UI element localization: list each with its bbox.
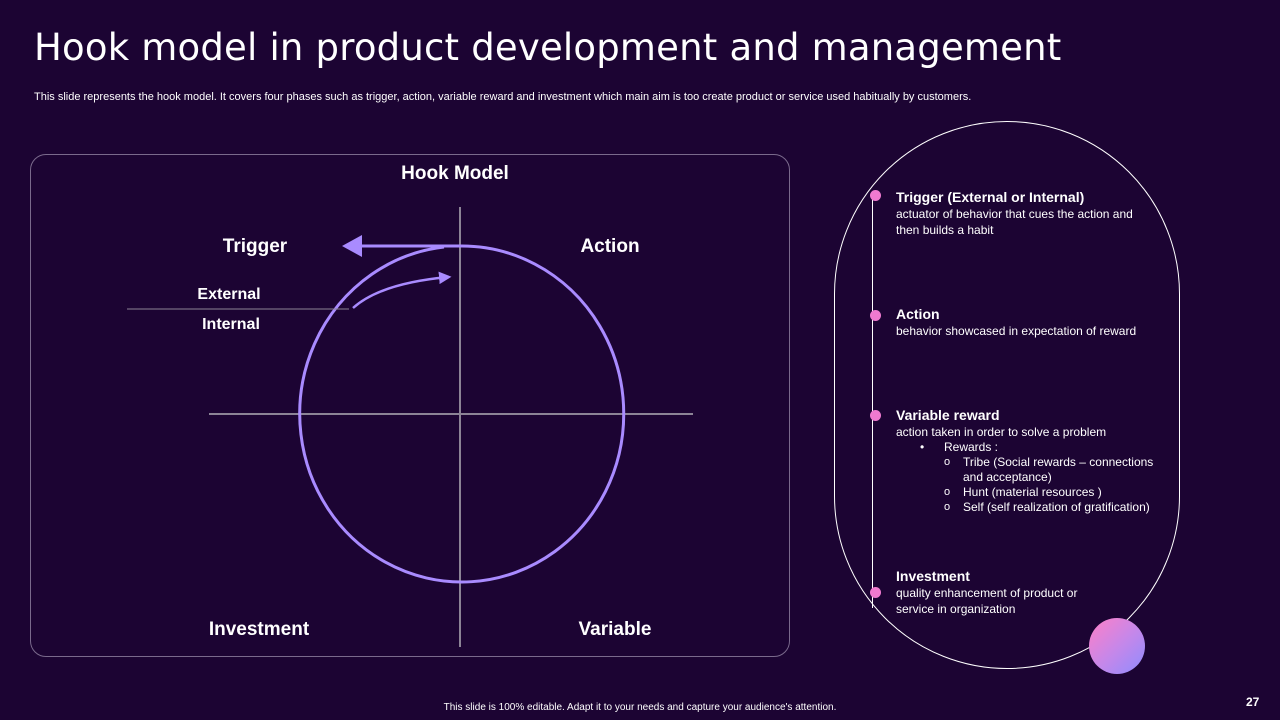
phase-description: quality enhancement of product or servic…: [896, 586, 1078, 616]
reward-item-text: Tribe (Social rewards – connections and …: [963, 455, 1154, 484]
sub-bullet-marker: o: [944, 486, 951, 498]
phase-dot-variable-reward: [870, 410, 881, 421]
phase-description: behavior showcased in expectation of rew…: [896, 324, 1137, 338]
phase-title: Investment: [896, 568, 970, 584]
phase-description: action taken in order to solve a problem: [896, 425, 1107, 439]
list-item: o Hunt (material resources ): [944, 485, 1166, 500]
rewards-bullet: • Rewards :: [920, 440, 1166, 455]
phase-description: actuator of behavior that cues the actio…: [896, 207, 1133, 237]
page-subtitle: This slide represents the hook model. It…: [34, 91, 972, 103]
phase-trigger: Trigger (External or Internal) actuator …: [896, 188, 1166, 238]
phase-variable-reward: Variable reward action taken in order to…: [896, 406, 1166, 515]
quadrant-label-trigger: Trigger: [222, 236, 288, 257]
trigger-type-internal: Internal: [202, 316, 260, 333]
phase-title: Variable reward: [896, 407, 1000, 423]
cycle-arrow: [352, 271, 452, 309]
bullet-marker: •: [920, 440, 925, 454]
sub-bullet-marker: o: [944, 456, 951, 468]
phase-title: Trigger (External or Internal): [896, 189, 1085, 205]
quadrant-label-investment: Investment: [208, 619, 310, 640]
rewards-sub-list: o Tribe (Social rewards – connections an…: [944, 455, 1166, 515]
quadrant-label-action: Action: [580, 236, 640, 257]
sub-bullet-marker: o: [944, 501, 951, 513]
cycle-arc: [298, 244, 626, 584]
reward-item-text: Self (self realization of gratification): [963, 500, 1150, 514]
rewards-label: Rewards :: [944, 440, 999, 454]
diagram-title: Hook Model: [401, 163, 509, 184]
footer-note: This slide is 100% editable. Adapt it to…: [443, 702, 837, 713]
phase-dot-trigger: [870, 190, 881, 201]
phase-investment: Investment quality enhancement of produc…: [896, 567, 1166, 617]
rewards-list: • Rewards : o Tribe (Social rewards – co…: [920, 440, 1166, 515]
phases-timeline-line: [872, 196, 873, 608]
trigger-arrow-head: [342, 235, 362, 257]
trigger-type-external: External: [197, 286, 261, 303]
page-number: 27: [1246, 695, 1260, 709]
phases-pill-frame: [834, 121, 1180, 669]
hook-model-diagram: [127, 207, 693, 647]
phase-dot-action: [870, 310, 881, 321]
list-item: o Tribe (Social rewards – connections an…: [944, 455, 1166, 485]
phase-action: Action behavior showcased in expectation…: [896, 305, 1166, 339]
page-title: Hook model in product development and ma…: [34, 26, 1062, 69]
reward-item-text: Hunt (material resources ): [963, 485, 1102, 499]
list-item: o Self (self realization of gratificatio…: [944, 500, 1166, 515]
phase-dot-investment: [870, 587, 881, 598]
phase-title: Action: [896, 306, 940, 322]
quadrant-label-variable: Variable: [578, 619, 652, 640]
decorative-gradient-orb: [1089, 618, 1145, 674]
hook-model-panel: Hook Model Trigger Action Investment Var…: [30, 154, 790, 657]
